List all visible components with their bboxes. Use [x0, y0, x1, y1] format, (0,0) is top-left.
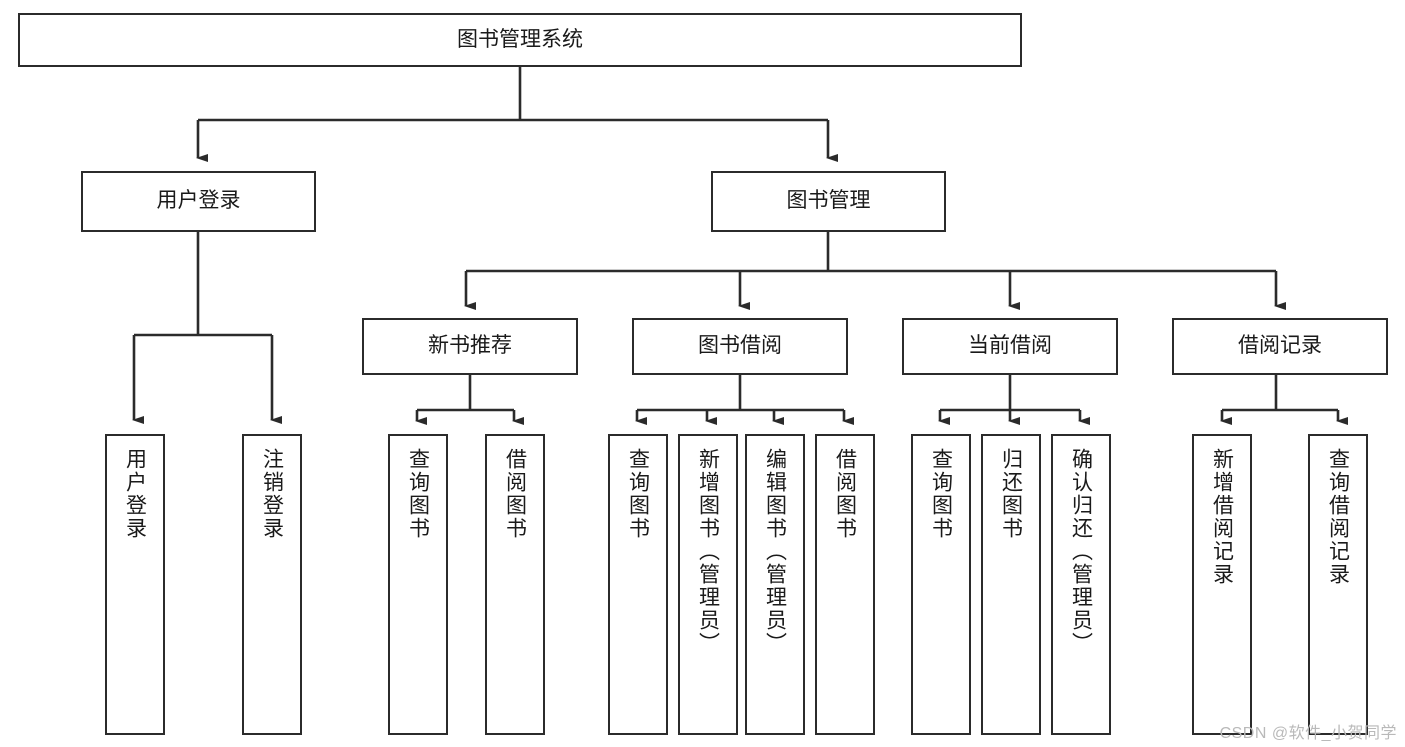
node-user-login[interactable]: 用户登录 — [81, 171, 316, 232]
leaf-new-book-borrow[interactable]: 借阅图书 — [485, 434, 545, 735]
node-label: 借阅记录 — [1238, 334, 1322, 358]
leaf-record-add[interactable]: 新增借阅记录 — [1192, 434, 1252, 735]
node-current-borrow[interactable]: 当前借阅 — [902, 318, 1118, 375]
node-label: 注销登录 — [260, 448, 284, 540]
node-label: 当前借阅 — [968, 334, 1052, 358]
leaf-current-query-book[interactable]: 查询图书 — [911, 434, 971, 735]
leaf-record-query[interactable]: 查询借阅记录 — [1308, 434, 1368, 735]
node-label: 新增借阅记录 — [1210, 448, 1234, 586]
node-label: 用户登录 — [123, 448, 147, 540]
leaf-current-return-book[interactable]: 归还图书 — [981, 434, 1041, 735]
watermark: CSDN @软件_小贺同学 — [1219, 725, 1397, 742]
leaf-current-confirm-return[interactable]: 确认归还（管理员） — [1051, 434, 1111, 735]
node-label: 确认归还（管理员） — [1069, 448, 1093, 655]
node-label: 用户登录 — [156, 189, 241, 213]
node-label: 查询图书 — [929, 448, 953, 540]
node-label: 借阅图书 — [833, 448, 857, 540]
node-book-borrow[interactable]: 图书借阅 — [632, 318, 848, 375]
node-borrow-record[interactable]: 借阅记录 — [1172, 318, 1388, 375]
leaf-user-login[interactable]: 用户登录 — [105, 434, 165, 735]
leaf-new-book-query[interactable]: 查询图书 — [388, 434, 448, 735]
leaf-borrow-query-book[interactable]: 查询图书 — [608, 434, 668, 735]
node-label: 图书管理 — [786, 189, 871, 213]
node-label: 图书借阅 — [698, 334, 782, 358]
node-new-book-recommend[interactable]: 新书推荐 — [362, 318, 578, 375]
leaf-user-logout[interactable]: 注销登录 — [242, 434, 302, 735]
node-label: 归还图书 — [999, 448, 1023, 540]
leaf-borrow-add-book[interactable]: 新增图书（管理员） — [678, 434, 738, 735]
node-label: 查询图书 — [626, 448, 650, 540]
node-label: 编辑图书（管理员） — [763, 448, 787, 655]
leaf-borrow-borrow-book[interactable]: 借阅图书 — [815, 434, 875, 735]
node-label: 查询借阅记录 — [1326, 448, 1350, 586]
node-label: 新增图书（管理员） — [696, 448, 720, 655]
node-book-management[interactable]: 图书管理 — [711, 171, 946, 232]
node-label: 查询图书 — [406, 448, 430, 540]
node-label: 新书推荐 — [428, 334, 512, 358]
node-label: 图书管理系统 — [457, 27, 583, 51]
node-label: 借阅图书 — [503, 448, 527, 540]
node-root-system[interactable]: 图书管理系统 — [18, 13, 1022, 67]
leaf-borrow-edit-book[interactable]: 编辑图书（管理员） — [745, 434, 805, 735]
